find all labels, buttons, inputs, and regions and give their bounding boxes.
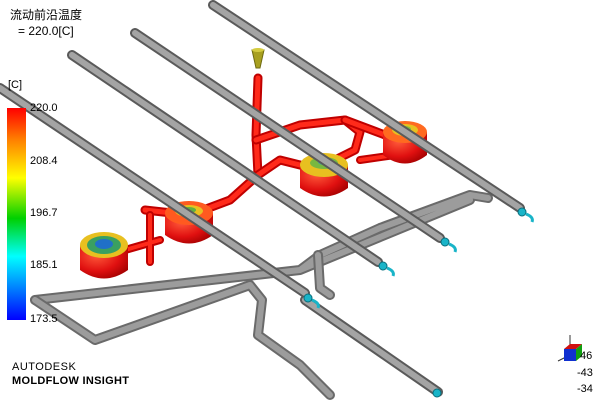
axis-readout: -34 (577, 383, 593, 395)
legend-tick: 196.7 (30, 207, 58, 219)
connector-icon (517, 207, 534, 223)
sprue-inlet (251, 48, 265, 69)
axis-readout: -43 (577, 367, 593, 379)
legend-tick: 185.1 (30, 259, 58, 271)
axis-readout: 46 (580, 350, 593, 362)
cooling-lines-upper (0, 0, 525, 397)
cavity-1 (80, 232, 128, 279)
legend-unit: [C] (8, 79, 23, 91)
connector-icon (303, 293, 320, 309)
connector-icon (378, 261, 395, 277)
orientation-triad-icon (557, 335, 582, 362)
connector-icon (440, 237, 457, 253)
legend-tick: 220.0 (30, 102, 58, 114)
result-title: 流动前沿温度 (10, 8, 83, 22)
autodesk-logo: AUTODESK (12, 361, 77, 373)
connector-icons (303, 207, 534, 398)
legend-tick: 173.5 (30, 313, 58, 325)
legend-color-bar (7, 108, 26, 320)
product-name: MOLDFLOW INSIGHT (12, 375, 130, 387)
connector-icon (432, 388, 442, 398)
result-value: = 220.0[C] (18, 24, 74, 38)
legend-tick: 208.4 (30, 155, 58, 167)
